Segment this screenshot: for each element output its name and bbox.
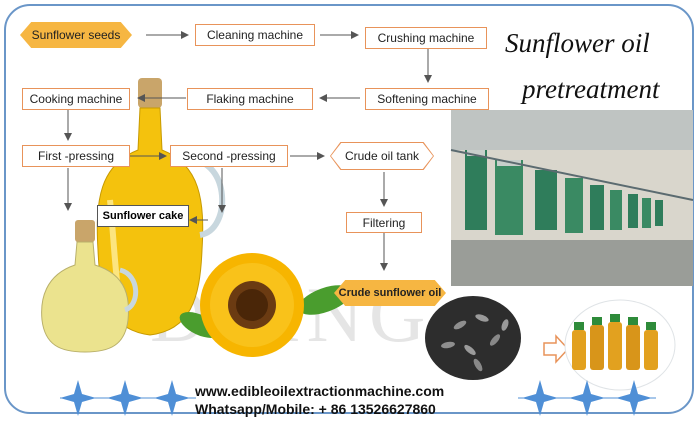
node-second-pressing: Second -pressing [170, 145, 288, 167]
node-cooking-machine: Cooking machine [22, 88, 130, 110]
flow-arrows [64, 31, 432, 271]
node-crude-oil-tank: Crude oil tank [330, 142, 434, 170]
node-first-pressing: First -pressing [22, 145, 130, 167]
factory-photo [450, 110, 694, 286]
footer-contact: Whatsapp/Mobile: + 86 13526627860 [195, 401, 436, 417]
small-bottle-illustration [41, 220, 139, 353]
title-line-1: Sunflower oil [505, 28, 650, 58]
sunflower-illustration [179, 253, 352, 357]
node-sunflower-seeds: Sunflower seeds [20, 22, 132, 48]
footer-website: www.edibleoilextractionmachine.com [195, 383, 445, 399]
node-crude-sunflower-oil: Crude sunflower oil [334, 280, 446, 306]
node-flaking-machine: Flaking machine [187, 88, 313, 110]
decorative-stars [60, 380, 656, 416]
node-sunflower-cake: Sunflower cake [97, 205, 189, 227]
outline-arrow-icon [543, 334, 570, 364]
bottles-photo [564, 299, 676, 391]
node-softening-machine: Softening machine [365, 88, 489, 110]
node-filtering: Filtering [346, 212, 422, 233]
node-crude-oil-tank-label: Crude oil tank [331, 143, 433, 169]
node-cleaning-machine: Cleaning machine [195, 24, 315, 46]
seeds-photo [425, 296, 521, 380]
title-line-2: pretreatment [522, 74, 660, 104]
node-crushing-machine: Crushing machine [365, 27, 487, 49]
